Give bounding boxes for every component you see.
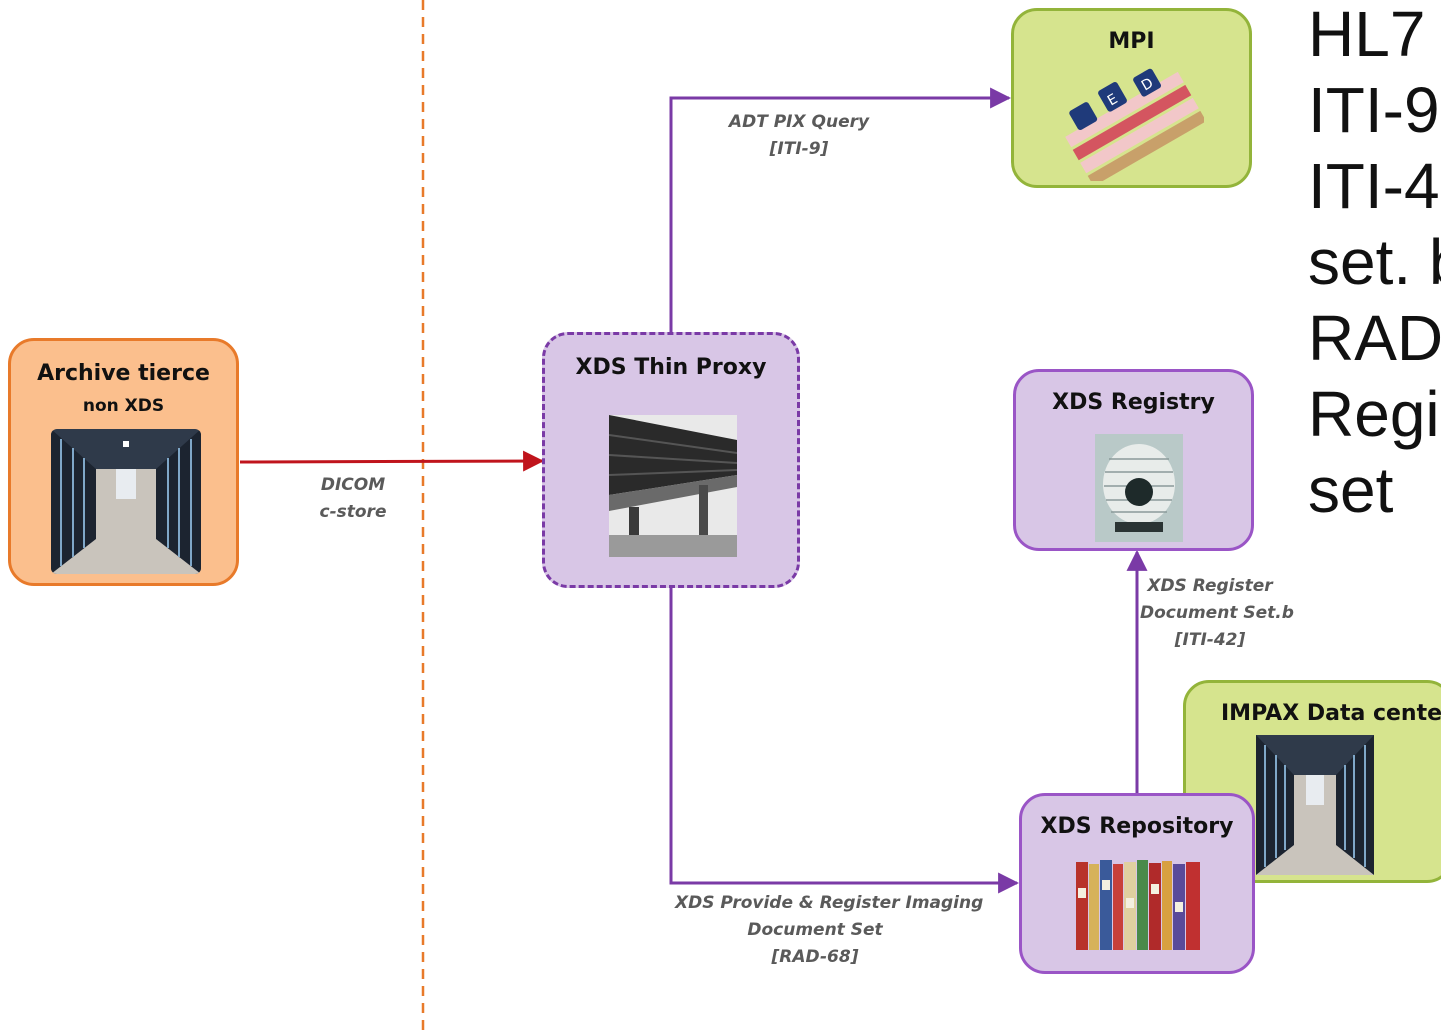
provide-label-line: [RAD-68] <box>771 947 859 967</box>
xds-thin-proxy-title: XDS Thin Proxy <box>575 355 767 380</box>
provide-register-edge-label: XDS Provide & Register Imaging Document … <box>675 890 984 971</box>
register-label-line: Document Set.b <box>1140 603 1294 623</box>
archive-node: Archive tierce non XDS <box>8 338 239 586</box>
dicom-label-line: DICOM <box>320 475 386 495</box>
xds-repository-title: XDS Repository <box>1040 814 1234 839</box>
xds-thin-proxy-node: XDS Thin Proxy <box>542 332 800 588</box>
dicom-label-line: c-store <box>319 502 387 522</box>
register-label-line: [ITI-42] <box>1174 630 1246 650</box>
archive-title: Archive tierce <box>37 361 210 386</box>
xds-registry-title: XDS Registry <box>1052 390 1215 415</box>
server-corridor-image <box>51 429 201 574</box>
impax-server-image <box>1256 735 1374 875</box>
rolodex-image <box>1095 434 1183 542</box>
side-text-line: Regi <box>1308 378 1440 450</box>
pix-label-line: ADT PIX Query <box>728 112 870 132</box>
side-text-line: HL7 <box>1308 0 1426 70</box>
side-text-line: ITI-4 <box>1308 150 1440 222</box>
side-text-block: HL7 ITI-9 ITI-4 set. b RAD Regi set <box>1308 0 1441 528</box>
mpi-node: MPI E D <box>1011 8 1252 188</box>
side-text-line: set <box>1308 454 1394 526</box>
pix-query-edge <box>669 87 1012 332</box>
register-edge-label: XDS Register Document Set.b [ITI-42] <box>1140 573 1294 654</box>
bridge-image <box>609 415 737 557</box>
dicom-edge-label: DICOM c-store <box>293 472 413 526</box>
mpi-title: MPI <box>1108 29 1155 54</box>
provide-label-line: Document Set <box>747 920 883 940</box>
xds-registry-node: XDS Registry <box>1013 369 1254 551</box>
xds-repository-node: XDS Repository <box>1019 793 1255 974</box>
file-folders-image: E D <box>1064 66 1204 181</box>
impax-title: IMPAX Data center <box>1221 701 1441 726</box>
impax-data-center-node: IMPAX Data center <box>1183 680 1441 883</box>
dicom-edge <box>239 450 545 472</box>
provide-register-edge <box>669 588 1020 894</box>
provide-label-line: XDS Provide & Register Imaging <box>675 893 984 913</box>
side-text-line: set. b <box>1308 226 1441 298</box>
archive-shelves-image <box>1076 858 1202 954</box>
archive-subtitle: non XDS <box>82 396 165 416</box>
side-text-line: RAD <box>1308 302 1441 374</box>
register-label-line: XDS Register <box>1147 576 1273 596</box>
pix-label-line: [ITI-9] <box>769 139 829 159</box>
side-text-line: ITI-9 <box>1308 74 1440 146</box>
pix-query-edge-label: ADT PIX Query [ITI-9] <box>719 109 879 163</box>
